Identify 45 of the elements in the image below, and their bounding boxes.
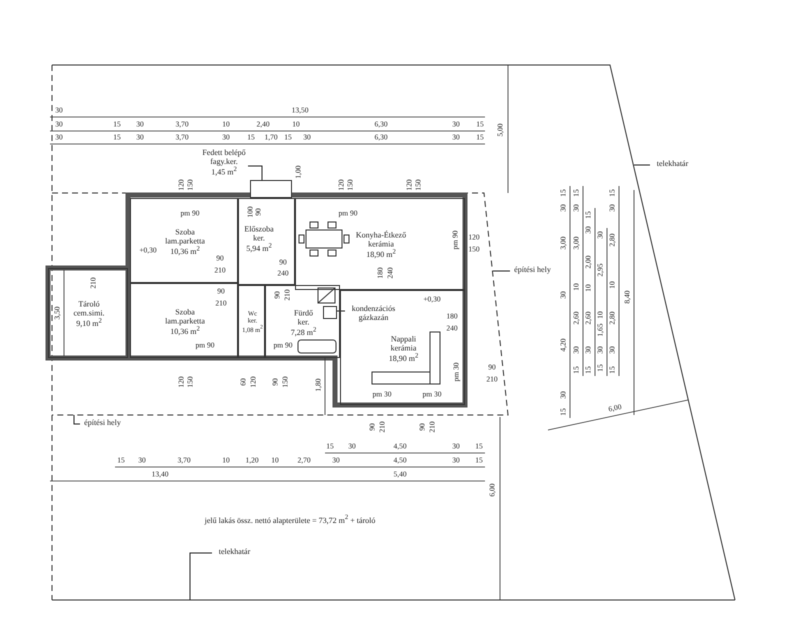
room (130, 198, 238, 283)
room (130, 283, 238, 358)
callout-label: építési hely (510, 265, 555, 277)
room-name: Előszoba (244, 224, 274, 234)
boiler-box (323, 306, 337, 319)
floor-material: lam.parketta (165, 236, 205, 246)
floor-material: fagy.ker. (209, 157, 239, 166)
floor-material: kerámia (390, 343, 418, 352)
room-area: 10,36 m$^{2}$ (165, 325, 205, 336)
room-name: Szoba (174, 306, 196, 316)
room-area: 7,28 m$^{2}$ (290, 326, 316, 338)
room (238, 285, 265, 358)
room-name: Fürdő (292, 308, 314, 318)
room-area: 10,36 m$^{2}$ (165, 245, 205, 256)
area-label: 1,45 m$^{2}$ (210, 166, 238, 178)
floor-material: ker. (252, 234, 266, 243)
room-name: Szoba (174, 226, 196, 236)
room-area: 5,94 m$^{2}$ (244, 242, 274, 254)
callout-label: építési hely (80, 418, 125, 430)
area-note: jelű lakás össz. nettó alapterülete = 73,72 m$^{2}$ + tároló (204, 515, 376, 525)
room (265, 285, 340, 358)
room-name: Nappali (390, 334, 418, 344)
floor-material: cem.simi. (73, 308, 105, 318)
leader-line (492, 270, 510, 272)
room (48, 268, 128, 358)
room-area: 18,90 m$^{2}$ (388, 352, 418, 364)
callout-label: telekhatár (650, 159, 695, 171)
porch-name: Fedett belépő (201, 148, 247, 158)
leader-line (248, 166, 262, 180)
room-area: 9,10 m$^{2}$ (73, 318, 105, 329)
room (340, 290, 465, 405)
floor-material: lam.parketta (165, 316, 205, 326)
room (295, 198, 465, 290)
leader-line (190, 552, 212, 600)
entrance-porch (250, 180, 292, 198)
callout-label: kondenzációs gázkazán (346, 304, 401, 328)
leader-line (74, 414, 80, 424)
room (238, 198, 295, 285)
floor-material: kerámia (367, 240, 395, 249)
room-area: 18,90 m$^{2}$ (356, 248, 406, 260)
callout-label: telekhatár (212, 547, 257, 559)
leader-line (634, 164, 650, 166)
floor-material: ker. (296, 317, 310, 326)
room-name: Tároló (77, 299, 101, 309)
room-name: Konyha-Étkező (356, 230, 406, 240)
